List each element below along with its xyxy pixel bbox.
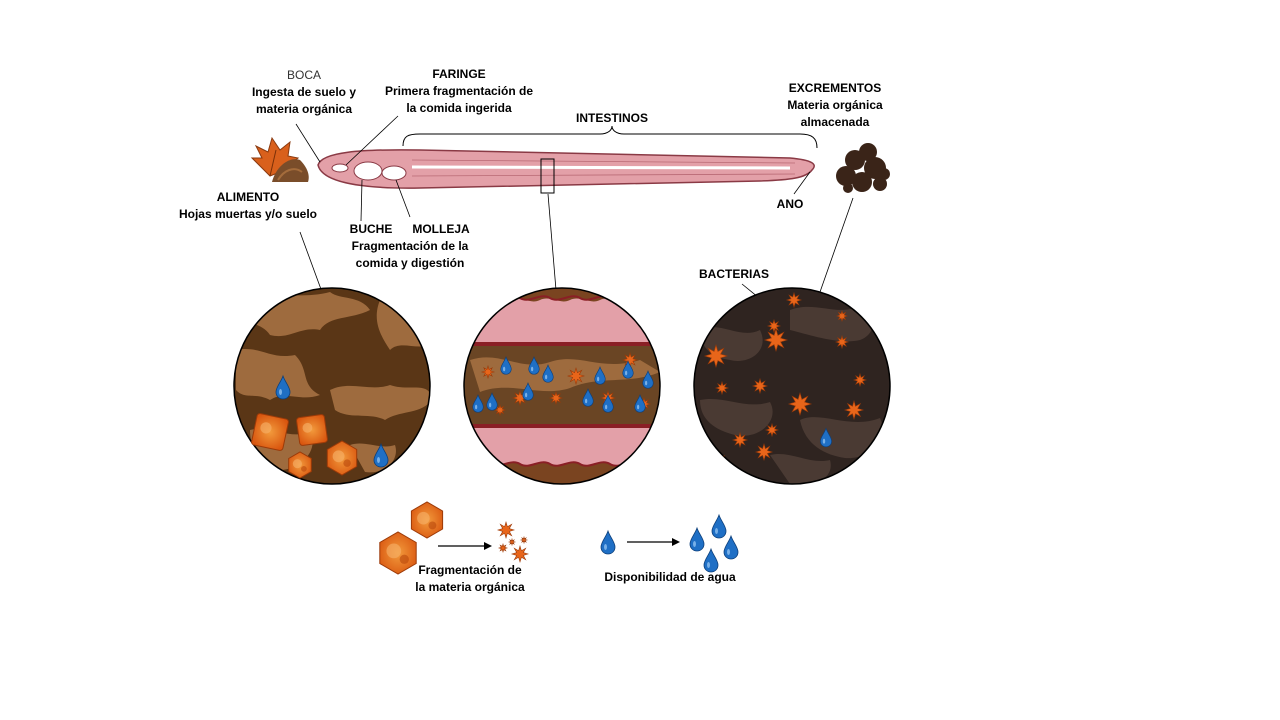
molleja-organ (381, 165, 407, 181)
label-bacterias: BACTERIAS (698, 267, 769, 281)
label-buche: BUCHE (349, 222, 393, 236)
soil-pile-icon (272, 159, 309, 182)
legend-fragmentation-label: Fragmentación de la materia orgánica (415, 563, 525, 594)
organic-fragment-icon (751, 377, 769, 395)
organic-fragment-icon (843, 399, 865, 421)
organic-fragment-icon (497, 542, 509, 554)
water-drop-icon (642, 370, 654, 389)
organic-fragment-icon (548, 390, 564, 406)
water-drop-icon (600, 529, 616, 555)
label-boca-title: BOCA (286, 68, 321, 82)
water-drop-icon (486, 392, 498, 411)
organic-fragment-icon (410, 501, 444, 539)
label-alimento: ALIMENTO Hojas muertas y/o suelo (178, 190, 318, 221)
organic-fragment-icon (754, 442, 774, 462)
label-boca: BOCA Ingesta de suelo y materia orgánica (240, 67, 368, 118)
label-faringe: FARINGE Primera fragmentación de la comi… (384, 67, 534, 115)
water-drop-icon (634, 394, 646, 413)
water-drop-icon (711, 513, 727, 539)
water-drop-icon (602, 394, 614, 413)
water-drop-icon (689, 526, 705, 552)
organic-fragment-icon (731, 431, 749, 449)
organic-fragment-icon (251, 413, 289, 451)
water-drop-icon (500, 356, 512, 375)
organic-fragment-icon (288, 451, 312, 479)
organic-fragment-icon (852, 372, 868, 388)
water-drop-icon (542, 364, 554, 383)
organic-fragment-icon (496, 520, 516, 540)
organic-fragment-icon (493, 403, 507, 417)
organic-fragment-icon (834, 334, 850, 350)
organic-fragment-icon (480, 364, 496, 380)
organic-fragment-icon (703, 343, 729, 369)
organic-fragment-icon (566, 366, 586, 386)
water-drop-icon (622, 360, 634, 379)
legend-water-label: Disponibilidad de agua (604, 570, 736, 584)
intestinos-brace (402, 125, 818, 149)
label-ano: ANO (776, 197, 804, 211)
organic-fragment-icon (764, 422, 780, 438)
label-molleja: MOLLEJA Fragmentación de la comida y dig… (351, 222, 470, 270)
arrow-right-icon (627, 538, 680, 546)
water-drop-icon (528, 356, 540, 375)
feces-icon (836, 143, 890, 193)
earthworm-body (317, 149, 815, 194)
water-drop-layer (275, 356, 832, 573)
organic-fragment-icon (766, 318, 782, 334)
organic-fragment-icon (712, 452, 728, 468)
organic-fragment-icon (507, 537, 517, 547)
organic-fragment-icon (379, 531, 417, 575)
water-drop-icon (820, 427, 832, 448)
organic-fragment-icon (714, 380, 730, 396)
zoom-circle-excrementos (693, 287, 891, 485)
arrow-right-icon (438, 542, 492, 550)
buche-organ (353, 161, 383, 181)
organic-fragment-icon (326, 440, 358, 476)
organic-fragment-icon (787, 391, 813, 417)
organic-fragment-icon (510, 544, 530, 564)
organic-fragment-icon (296, 414, 328, 446)
organic-fragment-icon (835, 309, 849, 323)
organic-fragment-icon (763, 327, 789, 353)
label-excrementos: EXCREMENTOS Materia orgánica almacenada (787, 81, 883, 129)
water-drop-icon (594, 366, 606, 385)
faringe-organ (331, 163, 349, 173)
organic-matter-layer (251, 291, 868, 575)
organic-fragment-icon (785, 291, 803, 309)
water-drop-icon (582, 388, 594, 407)
water-drop-icon (703, 547, 719, 573)
organic-fragment-icon (621, 351, 639, 369)
water-drop-icon (275, 374, 291, 400)
water-drop-icon (522, 382, 534, 401)
water-drop-icon (373, 442, 389, 468)
organic-fragment-icon (519, 535, 529, 545)
zoom-circle-intestino (463, 287, 661, 485)
water-drop-icon (472, 394, 484, 413)
zoom-box (540, 158, 555, 194)
label-intestinos: INTESTINOS (575, 111, 648, 125)
water-drop-icon (723, 534, 739, 560)
